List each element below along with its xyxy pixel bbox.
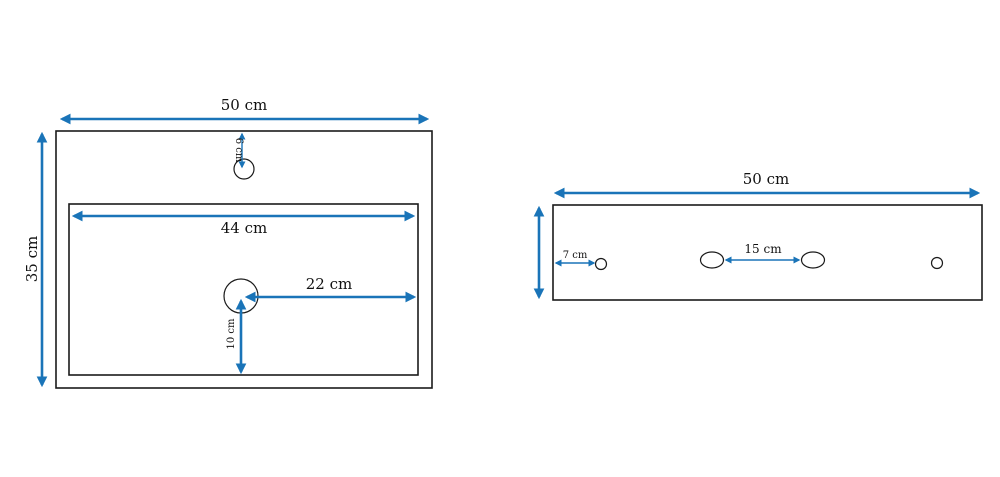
right-bracket-slot <box>800 251 826 269</box>
drain-offset-x-label: 22 cm <box>306 275 352 293</box>
top-view-outer-outline <box>55 130 433 389</box>
top-view: 50 cm 35 cm 44 cm 6 cm 22 cm 10 cm <box>23 96 433 389</box>
left-mount-hole <box>594 257 608 271</box>
side-view: 50 cm 7 cm 15 cm <box>533 170 983 301</box>
hole-offset-label: 7 cm <box>563 250 588 261</box>
top-view-basin-outline <box>68 203 419 376</box>
top-width-label: 50 cm <box>221 96 267 114</box>
left-bracket-slot <box>699 251 725 269</box>
side-width-label: 50 cm <box>743 170 789 188</box>
tap-offset-label: 6 cm <box>233 138 244 163</box>
bracket-spacing-label: 15 cm <box>744 242 782 256</box>
side-view-outline <box>552 204 983 301</box>
top-height-label: 35 cm <box>23 236 41 282</box>
inner-width-label: 44 cm <box>221 219 267 237</box>
right-mount-hole <box>930 256 944 270</box>
drain-offset-y-label: 10 cm <box>226 318 237 350</box>
